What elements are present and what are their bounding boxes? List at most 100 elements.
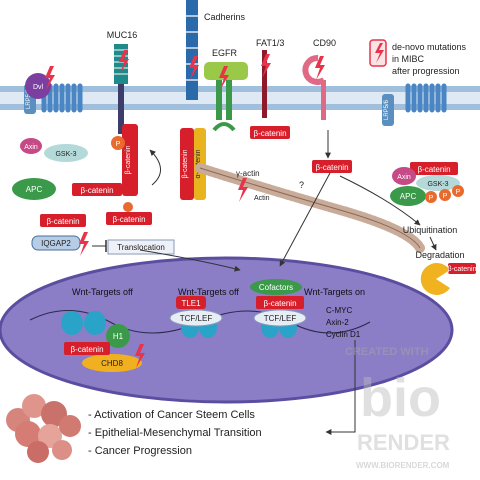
svg-text:FZD: FZD xyxy=(54,115,70,124)
muc16-protein: MUC16 β-catenin P xyxy=(107,30,138,196)
legend-line1: de-novo mutations xyxy=(392,42,467,52)
muc16-label: MUC16 xyxy=(107,30,138,40)
svg-text:β-catenin: β-catenin xyxy=(46,217,79,226)
question-mark: ? xyxy=(299,180,304,190)
chd8-protein xyxy=(82,354,142,372)
svg-text:LRP5/6: LRP5/6 xyxy=(26,88,32,109)
legend: de-novo mutations in MIBC after progress… xyxy=(369,39,467,76)
mutation-bolt-icon xyxy=(79,232,89,256)
beta-catenin-free xyxy=(106,212,152,225)
svg-text:β-catenin: β-catenin xyxy=(253,129,286,138)
outcome-item: - Epithelial-Mesenchymal Transition xyxy=(88,427,262,439)
svg-text:P: P xyxy=(456,189,461,196)
frizzled-receptor-right: FZD xyxy=(405,83,447,124)
svg-text:CREATED WITH: CREATED WITH xyxy=(345,346,429,358)
axin-left xyxy=(20,138,42,154)
pathway-arrows xyxy=(139,130,437,435)
tcf-lef-1 xyxy=(169,309,223,327)
svg-text:β-catenin: β-catenin xyxy=(80,186,113,195)
outcome-item: - Cancer Progression xyxy=(88,445,192,457)
svg-text:β-catenin: β-catenin xyxy=(315,163,348,172)
svg-text:TLE1: TLE1 xyxy=(181,299,201,308)
svg-text:β-catenin: β-catenin xyxy=(417,165,450,174)
svg-text:β-catenin: β-catenin xyxy=(263,299,296,308)
beta-catenin-chd8 xyxy=(64,342,110,355)
svg-text:β-catenin: β-catenin xyxy=(70,345,103,354)
svg-text:β-catenin: β-catenin xyxy=(448,266,477,273)
actin-label: Actin xyxy=(254,195,270,202)
proteasome-icon xyxy=(420,263,450,295)
mutation-bolt-icon xyxy=(219,66,229,90)
apc-left xyxy=(12,178,56,200)
wnt-on-label: Wnt-Targets on xyxy=(304,287,365,297)
svg-text:GSK-3: GSK-3 xyxy=(427,181,448,188)
actin-filament: γ-actin Actin xyxy=(195,163,425,253)
lrp-receptor-right: LRP5/6 xyxy=(382,94,394,126)
dvl-label: Dvl xyxy=(33,84,44,91)
degradation-label: Degradation xyxy=(415,250,464,260)
svg-text:Axin: Axin xyxy=(24,144,38,151)
svg-text:IQGAP2: IQGAP2 xyxy=(41,239,71,248)
muc16-bcat-label: β-catenin xyxy=(125,145,132,174)
cadherins-label: Cadherins xyxy=(204,12,246,22)
egfr-protein: EGFR xyxy=(204,48,248,132)
cd90-label: CD90 xyxy=(313,38,336,48)
svg-text:TCF/LEF: TCF/LEF xyxy=(264,314,297,323)
wnt-off-label-1: Wnt-Targets off xyxy=(72,287,133,297)
fat-protein: FAT1/3 β-catenin xyxy=(250,38,290,139)
svg-text:Translocation: Translocation xyxy=(117,243,165,252)
mutation-bolt-icon xyxy=(119,50,129,74)
mutation-bolt-icon xyxy=(238,178,248,202)
svg-text:LRP5/6: LRP5/6 xyxy=(384,99,390,120)
svg-text:GSK-3: GSK-3 xyxy=(55,151,76,158)
mutation-bolt-icon xyxy=(189,56,199,80)
svg-text:H1: H1 xyxy=(113,332,124,341)
h1-histone xyxy=(106,324,130,348)
frizzled-receptor-left: FZD xyxy=(41,83,83,124)
tumor-cells-icon xyxy=(6,394,81,463)
mutation-bolt-icon xyxy=(315,56,325,80)
svg-text:β-catenin: β-catenin xyxy=(182,149,189,178)
svg-text:CHD8: CHD8 xyxy=(101,359,123,368)
svg-text:APC: APC xyxy=(26,185,43,194)
beta-catenin-free xyxy=(72,183,122,196)
mutation-bolt-icon xyxy=(375,43,384,63)
tle1-protein xyxy=(176,296,206,309)
svg-text:TCF/LEF: TCF/LEF xyxy=(180,314,213,323)
svg-text:WWW.BIORENDER.COM: WWW.BIORENDER.COM xyxy=(356,461,450,470)
fat-label: FAT1/3 xyxy=(256,38,284,48)
mutation-bolt-icon xyxy=(135,344,145,368)
egfr-label: EGFR xyxy=(212,48,238,58)
svg-text:Cofactors: Cofactors xyxy=(259,283,293,292)
svg-text:β-catenin: β-catenin xyxy=(112,215,145,224)
svg-text:Axin: Axin xyxy=(397,174,411,181)
tcf-lef-2 xyxy=(253,309,307,327)
outcome-item: - Activation of Cancer Steem Cells xyxy=(88,409,255,421)
wnt-off-label-2: Wnt-Targets off xyxy=(178,287,239,297)
svg-text:RENDER: RENDER xyxy=(357,430,450,455)
beta-catenin-free xyxy=(40,214,86,227)
legend-line2: in MIBC xyxy=(392,54,425,64)
mutation-bolt-icon xyxy=(261,54,271,78)
mutation-bolt-icon xyxy=(45,66,55,90)
svg-text:APC: APC xyxy=(400,192,417,201)
phospho-p xyxy=(123,202,133,212)
gamma-actin-label: γ-actin xyxy=(236,169,260,178)
gsk3-left xyxy=(44,144,88,162)
target-gene: Axin-2 xyxy=(326,318,349,327)
svg-text:FZD: FZD xyxy=(418,115,434,124)
svg-text:bio: bio xyxy=(360,368,441,428)
svg-text:P: P xyxy=(116,141,121,148)
legend-line3: after progression xyxy=(392,66,460,76)
target-gene: Cyclin D1 xyxy=(326,330,361,339)
destruction-complex: β-catenin Axin GSK-3 APC P P P Ubiquitin… xyxy=(390,162,477,295)
cofactors xyxy=(250,279,302,295)
beta-catenin-nuclear xyxy=(256,296,304,309)
ubiquitination-label: Ubiquitination xyxy=(403,225,458,235)
wnt-ligand-icon xyxy=(25,73,51,99)
target-gene: C-MYC xyxy=(326,306,352,315)
biorender-watermark: CREATED WITH bio RENDER WWW.BIORENDER.CO… xyxy=(345,346,450,470)
svg-text:P: P xyxy=(443,193,448,200)
cd90-protein: CD90 β-catenin xyxy=(302,38,352,173)
